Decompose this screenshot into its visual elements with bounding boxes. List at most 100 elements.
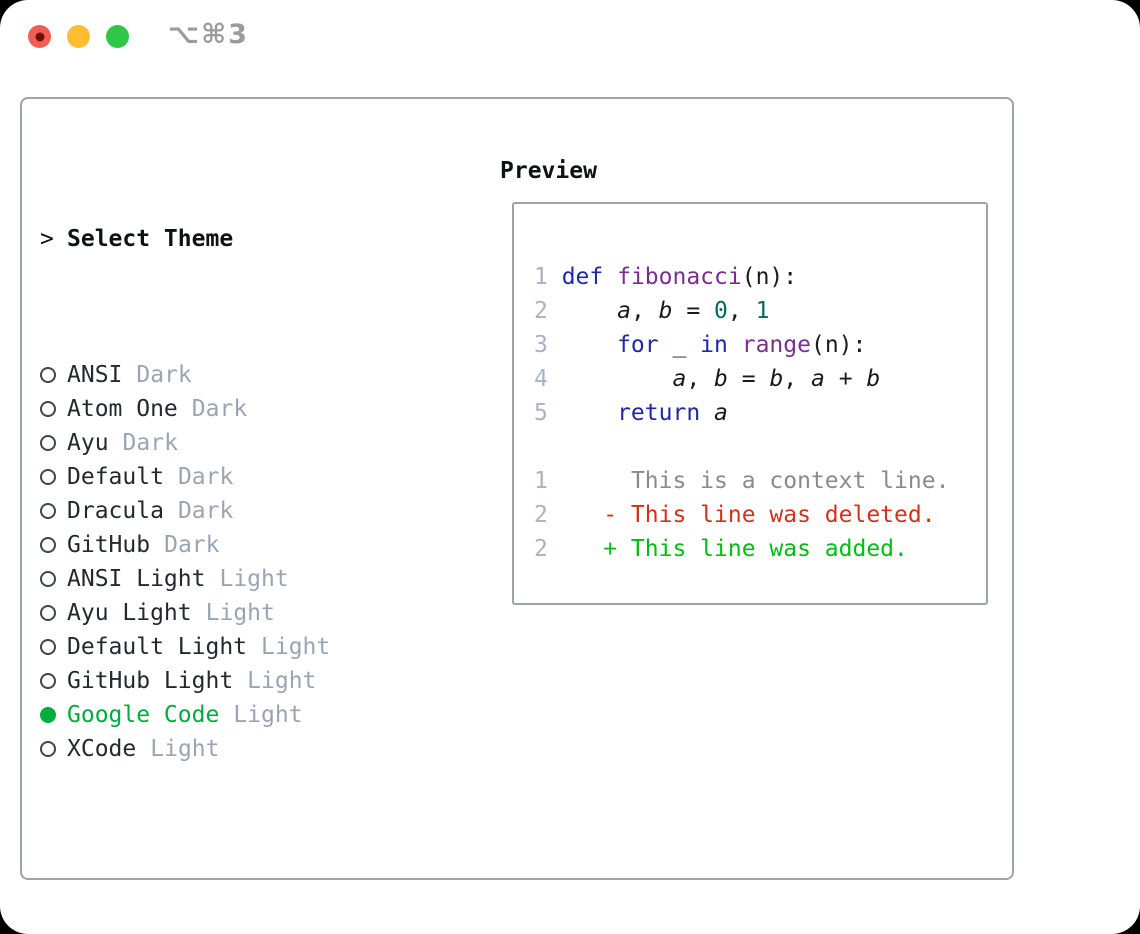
close-button[interactable] [28, 25, 51, 48]
line-number: 5 [534, 400, 548, 426]
radio-icon [40, 401, 67, 417]
code-token: (n): [810, 332, 867, 358]
theme-variant: Dark [177, 498, 234, 524]
code-token: - This line was deleted. [603, 502, 936, 528]
code-token: , [686, 366, 715, 392]
code-token [562, 332, 617, 358]
theme-variant: Dark [122, 430, 178, 456]
line-number: 2 [534, 298, 548, 324]
radio-icon [40, 537, 67, 553]
theme-option-ayu[interactable]: Ayu Dark [40, 426, 428, 460]
code-token: a [617, 298, 631, 324]
code-token: + This line was added. [603, 536, 908, 562]
select-theme-header: Select Theme [67, 226, 234, 252]
radio-icon [40, 367, 67, 383]
radio-icon [40, 571, 67, 587]
code-token [562, 366, 673, 392]
code-token: b [866, 366, 881, 392]
preview-header: Preview [500, 158, 597, 184]
code-token [700, 400, 714, 426]
code-token [562, 400, 617, 426]
minimize-button[interactable] [67, 25, 90, 48]
code-token: + [824, 366, 867, 392]
theme-option-xcode[interactable]: XCode Light [40, 732, 428, 766]
code-token: a [811, 366, 825, 392]
radio-icon [40, 639, 67, 655]
theme-name: XCode [67, 736, 137, 762]
theme-name: Ayu [67, 430, 109, 456]
radio-icon [40, 605, 67, 621]
line-number: 1 [534, 264, 548, 290]
radio-icon [40, 469, 67, 485]
theme-name: Dracula [67, 498, 164, 524]
radio-icon [40, 673, 67, 689]
code-token: b [769, 366, 784, 392]
theme-name: ANSI Light [67, 566, 206, 592]
theme-variant: Dark [136, 362, 192, 388]
code-token [562, 502, 604, 528]
code-token: b [714, 366, 728, 392]
code-token: , [727, 298, 756, 324]
code-token: This is a context line. [630, 468, 950, 494]
focus-caret-icon: > [40, 226, 54, 252]
code-token: _ [658, 332, 701, 358]
code-token: (n): [741, 264, 798, 290]
radio-icon [40, 503, 67, 519]
theme-name: GitHub Light [67, 668, 234, 694]
theme-variant: Dark [164, 532, 220, 558]
code-token: , [630, 298, 659, 324]
line-number: 4 [534, 366, 548, 392]
radio-icon [40, 741, 67, 757]
preview-line: 2 - This line was deleted. [534, 498, 986, 532]
line-number: 3 [534, 332, 548, 358]
select-theme-header-row: > Select Theme [40, 222, 428, 256]
theme-variant: Light [150, 736, 220, 762]
theme-variant: Light [233, 702, 303, 728]
code-token: b [658, 298, 673, 324]
theme-name: GitHub [67, 532, 151, 558]
radio-selected-icon [40, 707, 67, 723]
theme-name: Google Code [67, 702, 220, 728]
theme-option-github[interactable]: GitHub Dark [40, 528, 428, 562]
theme-option-atom-one[interactable]: Atom One Dark [40, 392, 428, 426]
line-number: 1 [534, 468, 548, 494]
preview-line: 5 return a [534, 396, 986, 430]
code-token: a [672, 366, 687, 392]
section-gap [40, 868, 428, 902]
theme-variant: Light [219, 566, 289, 592]
theme-variant: Light [261, 634, 331, 660]
traffic-lights [28, 25, 129, 48]
window-title: ⌥⌘3 [168, 19, 249, 50]
theme-option-ansi[interactable]: ANSI Dark [40, 358, 428, 392]
line-number: 2 [534, 536, 548, 562]
theme-variant: Dark [191, 396, 248, 422]
code-token: 1 [755, 298, 770, 324]
code-token: fibonacci [617, 264, 742, 290]
zoom-button[interactable] [106, 25, 129, 48]
theme-option-dracula[interactable]: Dracula Dark [40, 494, 428, 528]
theme-option-ayu-light[interactable]: Ayu Light Light [40, 596, 428, 630]
theme-name: Ayu Light [67, 600, 192, 626]
theme-option-github-light[interactable]: GitHub Light Light [40, 664, 428, 698]
code-token [603, 264, 617, 290]
code-token: range [741, 332, 811, 358]
theme-variant: Light [205, 600, 275, 626]
theme-option-ansi-light[interactable]: ANSI Light Light [40, 562, 428, 596]
preview-line: 4 a, b = b, a + b [534, 362, 986, 396]
theme-variant: Light [247, 668, 317, 694]
code-token: = [727, 366, 770, 392]
theme-name: Atom One [67, 396, 178, 422]
code-token: a [714, 400, 728, 426]
code-token [562, 298, 617, 324]
preview-line: 3 for _ in range(n): [534, 328, 986, 362]
preview-line: 2 a, b = 0, 1 [534, 294, 986, 328]
theme-option-google-code[interactable]: Google Code Light [40, 698, 428, 732]
theme-name: ANSI [67, 362, 123, 388]
